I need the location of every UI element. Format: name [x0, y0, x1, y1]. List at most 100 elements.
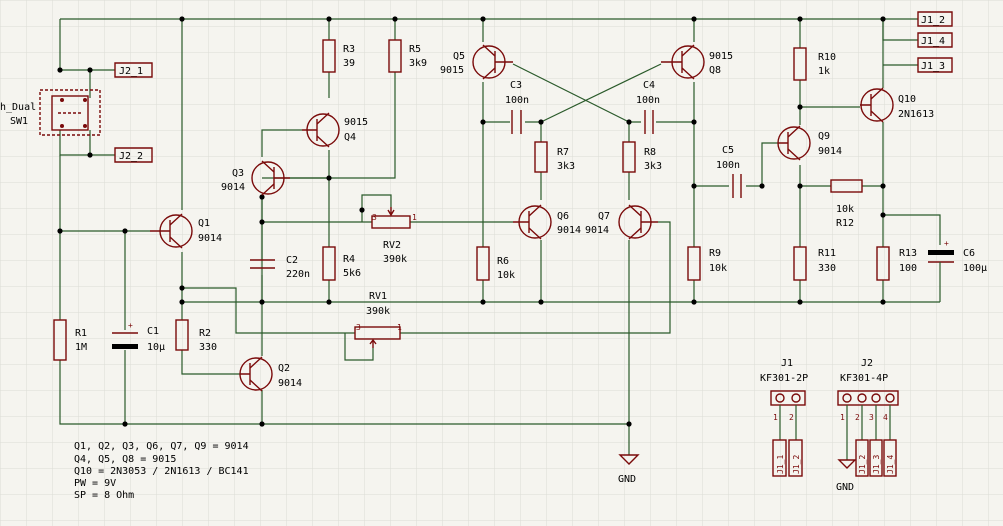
r7-value: 3k3	[557, 161, 575, 172]
transistor-q2: Q2 9014	[239, 356, 302, 392]
note-line-2: Q4, Q5, Q8 = 9015	[74, 454, 176, 465]
resistor-r9: R9 10k	[687, 246, 727, 281]
r5-value: 3k9	[409, 58, 427, 69]
sw1-ref: SW1	[10, 116, 28, 127]
j2-ref: J2	[861, 358, 873, 369]
wires	[59, 18, 941, 455]
r6-value: 10k	[497, 270, 515, 281]
label-j2-1: J2_1	[119, 66, 143, 77]
q1-ref: Q1	[198, 218, 210, 229]
r4-ref: R4	[343, 254, 355, 265]
j1-pin-label-1: J1_1	[776, 455, 785, 474]
r1-value: 1M	[75, 342, 87, 353]
svg-text:1: 1	[412, 213, 417, 222]
q4-ref: Q4	[344, 132, 356, 143]
net-labels: J2_1 J2_2 J1_2 J1_4 J1_3	[114, 11, 953, 163]
svg-text:1: 1	[773, 413, 778, 422]
c4-value: 100n	[636, 95, 660, 106]
gnd-label: GND	[618, 474, 636, 485]
rv1-value: 390k	[366, 306, 390, 317]
q4-value: 9015	[344, 117, 368, 128]
svg-text:1: 1	[397, 323, 402, 332]
transistor-q9: Q9 9014	[777, 125, 842, 161]
j1-ref: J1	[781, 358, 793, 369]
svg-text:+: +	[944, 239, 949, 248]
label-j1-2: J1_2	[921, 15, 945, 26]
j2-pin-label-3: J1_3	[872, 455, 881, 474]
c4-ref: C4	[643, 80, 655, 91]
q1-value: 9014	[198, 233, 222, 244]
rv2-value: 390k	[383, 254, 407, 265]
c5-ref: C5	[722, 145, 734, 156]
sw1-name: h_Dual	[0, 102, 36, 113]
c5-value: 100n	[716, 160, 740, 171]
r4-value: 5k6	[343, 268, 361, 279]
transistor-q3: Q3 9014	[221, 160, 290, 196]
q2-ref: Q2	[278, 363, 290, 374]
capacitor-c2: C2 220n	[250, 255, 310, 280]
transistor-q1: Q1 9014	[150, 213, 222, 249]
ground-symbol: GND	[618, 454, 640, 485]
j2-gnd-label: GND	[836, 482, 854, 493]
q3-ref: Q3	[232, 168, 244, 179]
svg-text:3: 3	[869, 413, 874, 422]
switch-sw1: h_Dual SW1	[0, 89, 101, 136]
c1-ref: C1	[147, 326, 159, 337]
svg-text:3: 3	[356, 323, 361, 332]
svg-text:2: 2	[855, 413, 860, 422]
transistor-q10: Q10 2N1613	[860, 87, 934, 123]
q6-value: 9014	[557, 225, 581, 236]
note-line-4: PW = 9V	[74, 478, 116, 489]
notes: Q1, Q2, Q3, Q6, Q7, Q9 = 9014 Q4, Q5, Q8…	[74, 441, 249, 501]
j2-pin-label-4: J1_4	[886, 455, 895, 474]
capacitor-c3: C3 100n	[505, 80, 529, 134]
resistor-r11: R11 330	[793, 246, 836, 281]
r1-ref: R1	[75, 328, 87, 339]
c1-value: 10µ	[147, 342, 165, 353]
c3-value: 100n	[505, 95, 529, 106]
label-j2-2: J2_2	[119, 151, 143, 162]
transistor-q4: 9015 Q4	[302, 112, 368, 148]
q10-ref: Q10	[898, 94, 916, 105]
junctions	[57, 16, 886, 427]
r13-ref: R13	[899, 248, 917, 259]
j2-value: KF301-4P	[840, 373, 888, 384]
svg-text:+: +	[128, 321, 133, 330]
r10-value: 1k	[818, 66, 830, 77]
q5-value: 9015	[440, 65, 464, 76]
note-line-3: Q10 = 2N3053 / 2N1613 / BC141	[74, 466, 249, 477]
note-line-1: Q1, Q2, Q3, Q6, Q7, Q9 = 9014	[74, 441, 249, 452]
r5-ref: R5	[409, 44, 421, 55]
r2-value: 330	[199, 342, 217, 353]
svg-text:4: 4	[883, 413, 888, 422]
q9-ref: Q9	[818, 131, 830, 142]
r6-ref: R6	[497, 256, 509, 267]
q8-value: 9015	[709, 51, 733, 62]
q7-value: 9014	[585, 225, 609, 236]
capacitor-c1: + C1 10µ	[112, 321, 165, 353]
resistor-r7: R7 3k3	[534, 141, 575, 173]
resistor-r13: R13 100	[876, 246, 917, 281]
r10-ref: R10	[818, 52, 836, 63]
c6-value: 100µ	[963, 263, 987, 274]
resistor-r3: R3 39	[322, 39, 355, 73]
label-j1-4: J1_4	[921, 36, 945, 47]
q10-value: 2N1613	[898, 109, 934, 120]
r11-value: 330	[818, 263, 836, 274]
resistor-r5: R5 3k9	[388, 39, 427, 73]
c6-ref: C6	[963, 248, 975, 259]
r2-ref: R2	[199, 328, 211, 339]
j2-pin-label-2: J1_2	[858, 455, 867, 474]
j1-value: KF301-2P	[760, 373, 808, 384]
q2-value: 9014	[278, 378, 302, 389]
capacitor-c6: + C6 100µ	[928, 239, 987, 285]
r8-ref: R8	[644, 147, 656, 158]
svg-text:3: 3	[372, 213, 377, 222]
label-j1-3: J1_3	[921, 61, 945, 72]
